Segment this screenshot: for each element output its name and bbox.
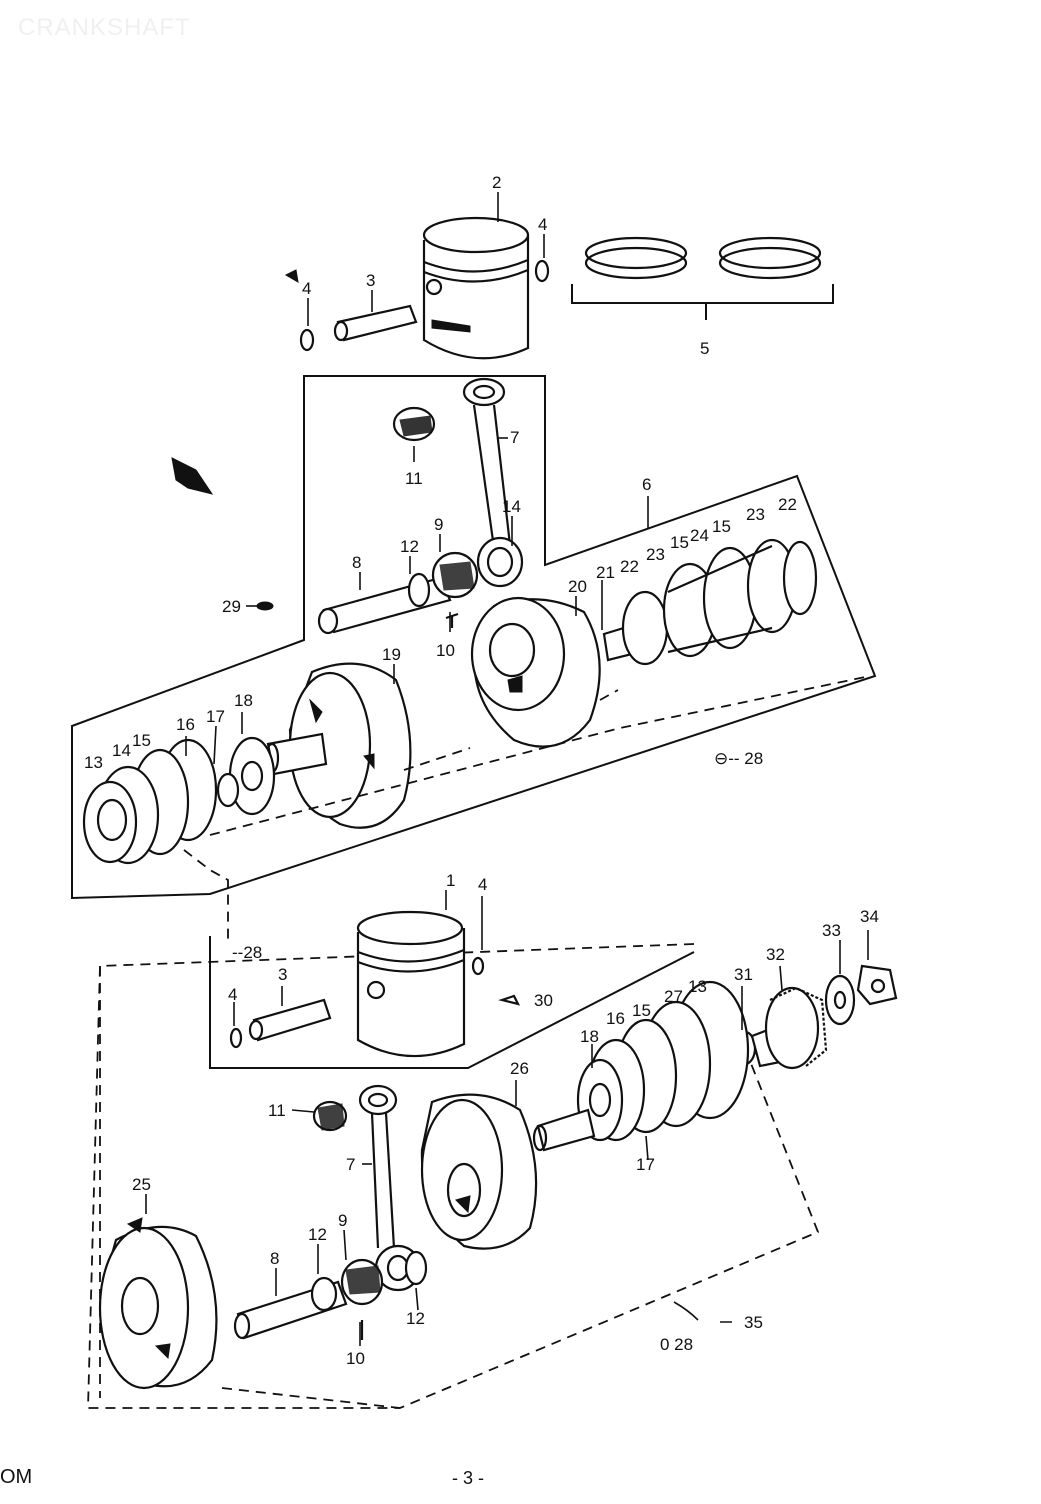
- small-part-30: [498, 994, 521, 1006]
- circlip-right-top: [534, 259, 550, 283]
- callout-13: 13: [84, 753, 103, 772]
- lower-assembly-boundary: [87, 943, 820, 1409]
- callout-23: 23: [646, 545, 665, 564]
- shaft-line-2: [403, 747, 471, 771]
- callout-16: 16: [606, 1009, 625, 1028]
- ref-30: 30: [534, 991, 553, 1010]
- callout-7: 7: [510, 428, 519, 447]
- callout-2: 2: [492, 173, 501, 192]
- callout-27: 27: [664, 987, 683, 1006]
- callout-7: 7: [346, 1155, 355, 1174]
- diagram-title: CRANKSHAFT: [18, 14, 191, 41]
- callout-17: 17: [206, 707, 225, 726]
- ref-35: 35: [744, 1313, 763, 1332]
- leader-lines: [145, 192, 869, 1346]
- callout-34: 34: [860, 907, 879, 926]
- crank-wheel-19: [264, 662, 412, 829]
- callout-15: 15: [670, 533, 689, 552]
- callout-15: 15: [632, 1001, 651, 1020]
- arrow-mark: [171, 457, 214, 495]
- ref-28: --28: [232, 943, 262, 962]
- callout-1: 1: [446, 871, 455, 890]
- callout-23: 23: [746, 505, 765, 524]
- woodruff-key-top: [445, 612, 459, 628]
- callout-31: 31: [734, 965, 753, 984]
- callout-15: 15: [132, 731, 151, 750]
- callout-4: 4: [478, 875, 487, 894]
- piston-top: [422, 216, 530, 360]
- callout-21: 21: [596, 563, 615, 582]
- shaft-line-4: [209, 675, 871, 836]
- callout-18: 18: [234, 691, 253, 710]
- callout-11: 11: [268, 1101, 286, 1120]
- conrod-top: [462, 377, 524, 588]
- callout-10: 10: [436, 641, 455, 660]
- callout-14: 14: [502, 497, 521, 516]
- main-bearing-stack-lower: [532, 980, 750, 1152]
- crankpin-top: [317, 551, 479, 635]
- crank-wheel-26: [420, 1093, 538, 1250]
- callout-4: 4: [302, 279, 311, 298]
- crank-wheel-20: [470, 596, 601, 748]
- callout-19: 19: [382, 645, 401, 664]
- pointer-mark: [284, 269, 299, 283]
- callout-20: 20: [568, 577, 587, 596]
- callout-25: 25: [132, 1175, 151, 1194]
- needle-bearing-small-top: [392, 406, 436, 442]
- callout-12: 12: [308, 1225, 327, 1244]
- callout-5: 5: [700, 339, 709, 358]
- crankpin-lower: [233, 1250, 428, 1340]
- shaft-line-3: [599, 689, 619, 701]
- callout-9: 9: [338, 1211, 347, 1230]
- circlip-right-lower: [471, 956, 485, 976]
- gear-end: [733, 964, 898, 1070]
- needle-bearing-small-lower: [312, 1100, 348, 1132]
- callout-3: 3: [278, 965, 287, 984]
- callout-16: 16: [176, 715, 195, 734]
- callout-13: 13: [688, 977, 707, 996]
- callout-15: 15: [712, 517, 731, 536]
- ref-28: 0 28: [660, 1335, 693, 1354]
- callout-22: 22: [620, 557, 639, 576]
- shaft-line-1: [183, 849, 229, 940]
- main-bearing-stack-right: [602, 538, 818, 666]
- upper-assembly-boundary: [71, 375, 877, 900]
- piston-pin-top: [333, 304, 418, 342]
- piston-pin-lower: [248, 998, 332, 1042]
- callout-8: 8: [352, 553, 361, 572]
- crank-wheel-25: [98, 1217, 218, 1390]
- piston-rings: [571, 236, 834, 320]
- shaft-line-6: [221, 1387, 401, 1409]
- callout-11: 11: [405, 469, 423, 488]
- callout-10: 10: [346, 1349, 365, 1368]
- callout-33: 33: [822, 921, 841, 940]
- callout-4: 4: [228, 985, 237, 1004]
- callout-3: 3: [366, 271, 375, 290]
- callout-24: 24: [690, 526, 709, 545]
- callout-12: 12: [400, 537, 419, 556]
- callout-32: 32: [766, 945, 785, 964]
- callout-6: 6: [642, 475, 651, 494]
- circlip-left-lower: [229, 1027, 243, 1049]
- callout-26: 26: [510, 1059, 529, 1078]
- callout-9: 9: [434, 515, 443, 534]
- piston-lower: [356, 910, 466, 1058]
- callout-8: 8: [270, 1249, 279, 1268]
- page-number: - 3 -: [452, 1468, 485, 1488]
- main-bearing-stack-left: [82, 736, 276, 865]
- callout-22: 22: [778, 495, 797, 514]
- footer-code: OM: [0, 1466, 33, 1488]
- callout-18: 18: [580, 1027, 599, 1046]
- callout-17: 17: [636, 1155, 655, 1174]
- callout-labels: 2 4 3 4 5 7 11 6 14 9 12 8 10 29 20 21 2…: [84, 173, 879, 1368]
- circlip-left-top: [299, 328, 315, 352]
- callout-29: 29: [222, 597, 241, 616]
- callout-12: 12: [406, 1309, 425, 1328]
- callout-14: 14: [112, 741, 131, 760]
- ref-28: ⊖-- 28: [714, 749, 763, 768]
- callout-4: 4: [538, 215, 547, 234]
- lower-piston-box: [209, 936, 695, 1069]
